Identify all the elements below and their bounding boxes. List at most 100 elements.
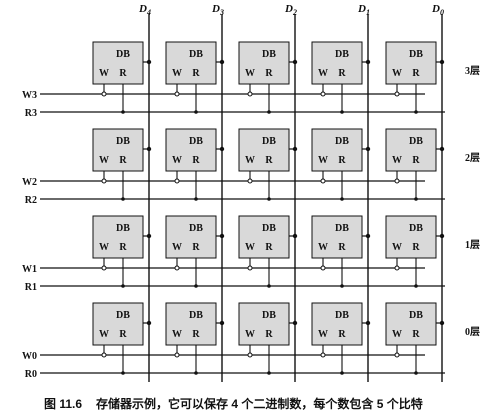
memory-cell bbox=[165, 302, 217, 346]
r-pin-junction bbox=[414, 110, 418, 114]
r-pin-junction bbox=[340, 284, 344, 288]
w-pin-junction bbox=[247, 91, 253, 97]
bus-junction-dot bbox=[292, 320, 298, 326]
memory-cell bbox=[311, 128, 363, 172]
memory-cell bbox=[92, 215, 144, 259]
cell-db-label: DB bbox=[335, 223, 349, 234]
r-pin-junction bbox=[194, 284, 198, 288]
cell-r-label: R bbox=[192, 68, 200, 79]
w-pin-junction bbox=[394, 265, 400, 271]
figure-caption: 图 11.6 存储器示例，它可以保存 4 个二进制数，每个数包含 5 个比特 bbox=[0, 395, 492, 412]
cell-r-label: R bbox=[338, 242, 346, 253]
memory-cell bbox=[238, 302, 290, 346]
r-pin-junction bbox=[414, 197, 418, 201]
memory-cell bbox=[92, 41, 144, 85]
cell-r-label: R bbox=[119, 155, 127, 166]
memory-cell bbox=[385, 128, 437, 172]
cell-r-label: R bbox=[265, 242, 273, 253]
r-pin-junction bbox=[340, 371, 344, 375]
bus-junction-dot bbox=[292, 59, 298, 65]
cell-r-label: R bbox=[265, 155, 273, 166]
cell-w-label: W bbox=[318, 155, 328, 166]
w-pin-junction bbox=[394, 352, 400, 358]
layer-label-3: 3层 bbox=[465, 65, 480, 77]
cell-db-label: DB bbox=[116, 136, 130, 147]
r-pin-junction bbox=[340, 110, 344, 114]
cell-r-label: R bbox=[338, 329, 346, 340]
w-pin-junction bbox=[174, 91, 180, 97]
bus-junction-dot bbox=[292, 146, 298, 152]
memory-cell bbox=[385, 215, 437, 259]
w-pin-junction bbox=[247, 352, 253, 358]
r-pin-junction bbox=[267, 284, 271, 288]
cell-db-label: DB bbox=[409, 136, 423, 147]
cell-w-label: W bbox=[392, 242, 402, 253]
cell-r-label: R bbox=[192, 242, 200, 253]
w-pin-junction bbox=[320, 91, 326, 97]
bus-junction-dot bbox=[365, 320, 371, 326]
r-pin-junction bbox=[194, 110, 198, 114]
cell-db-label: DB bbox=[189, 310, 203, 321]
cell-r-label: R bbox=[412, 155, 420, 166]
memory-cell bbox=[238, 128, 290, 172]
w-pin-junction bbox=[101, 352, 107, 358]
memory-cell bbox=[385, 302, 437, 346]
w-pin-junction bbox=[247, 265, 253, 271]
r-pin-junction bbox=[194, 197, 198, 201]
bus-junction-dot bbox=[219, 320, 225, 326]
r-pin-junction bbox=[267, 197, 271, 201]
cell-w-label: W bbox=[392, 68, 402, 79]
memory-cell bbox=[92, 128, 144, 172]
cell-w-label: W bbox=[172, 68, 182, 79]
memory-cell bbox=[165, 128, 217, 172]
cell-db-label: DB bbox=[116, 223, 130, 234]
cell-w-label: W bbox=[318, 329, 328, 340]
cell-db-label: DB bbox=[409, 49, 423, 60]
memory-cell bbox=[311, 41, 363, 85]
w-pin-junction bbox=[320, 178, 326, 184]
cell-w-label: W bbox=[245, 155, 255, 166]
cell-r-label: R bbox=[119, 329, 127, 340]
caption-text: 存储器示例，它可以保存 4 个二进制数，每个数包含 5 个比特 bbox=[96, 397, 423, 411]
r-pin-junction bbox=[194, 371, 198, 375]
cell-db-label: DB bbox=[189, 49, 203, 60]
memory-cell bbox=[165, 215, 217, 259]
cell-r-label: R bbox=[338, 155, 346, 166]
cell-db-label: DB bbox=[409, 223, 423, 234]
layer-label-2: 2层 bbox=[465, 152, 480, 164]
cell-db-label: DB bbox=[262, 136, 276, 147]
bus-junction-dot bbox=[365, 233, 371, 239]
cell-w-label: W bbox=[99, 155, 109, 166]
bus-junction-dot bbox=[219, 233, 225, 239]
cell-w-label: W bbox=[392, 155, 402, 166]
cell-w-label: W bbox=[99, 242, 109, 253]
figure-number: 图 11.6 bbox=[44, 397, 83, 411]
bus-junction-dot bbox=[365, 59, 371, 65]
cell-w-label: W bbox=[318, 242, 328, 253]
cell-db-label: DB bbox=[262, 310, 276, 321]
write-line-label-w3: W3 bbox=[22, 90, 37, 101]
memory-cell bbox=[238, 41, 290, 85]
cell-db-label: DB bbox=[189, 223, 203, 234]
cell-w-label: W bbox=[245, 68, 255, 79]
r-pin-junction bbox=[267, 110, 271, 114]
bus-junction-dot bbox=[219, 146, 225, 152]
read-line-label-r1: R1 bbox=[25, 282, 37, 293]
memory-cell bbox=[311, 302, 363, 346]
w-pin-junction bbox=[174, 265, 180, 271]
write-line-label-w1: W1 bbox=[22, 264, 37, 275]
cell-db-label: DB bbox=[116, 49, 130, 60]
memory-cell bbox=[385, 41, 437, 85]
cell-r-label: R bbox=[412, 68, 420, 79]
write-line-label-w2: W2 bbox=[22, 177, 37, 188]
memory-cell bbox=[311, 215, 363, 259]
bus-junction-dot bbox=[365, 146, 371, 152]
cell-db-label: DB bbox=[335, 49, 349, 60]
cell-r-label: R bbox=[192, 329, 200, 340]
bus-junction-dot bbox=[439, 59, 445, 65]
r-pin-junction bbox=[340, 197, 344, 201]
layer-label-0: 0层 bbox=[465, 326, 480, 338]
cell-db-label: DB bbox=[189, 136, 203, 147]
